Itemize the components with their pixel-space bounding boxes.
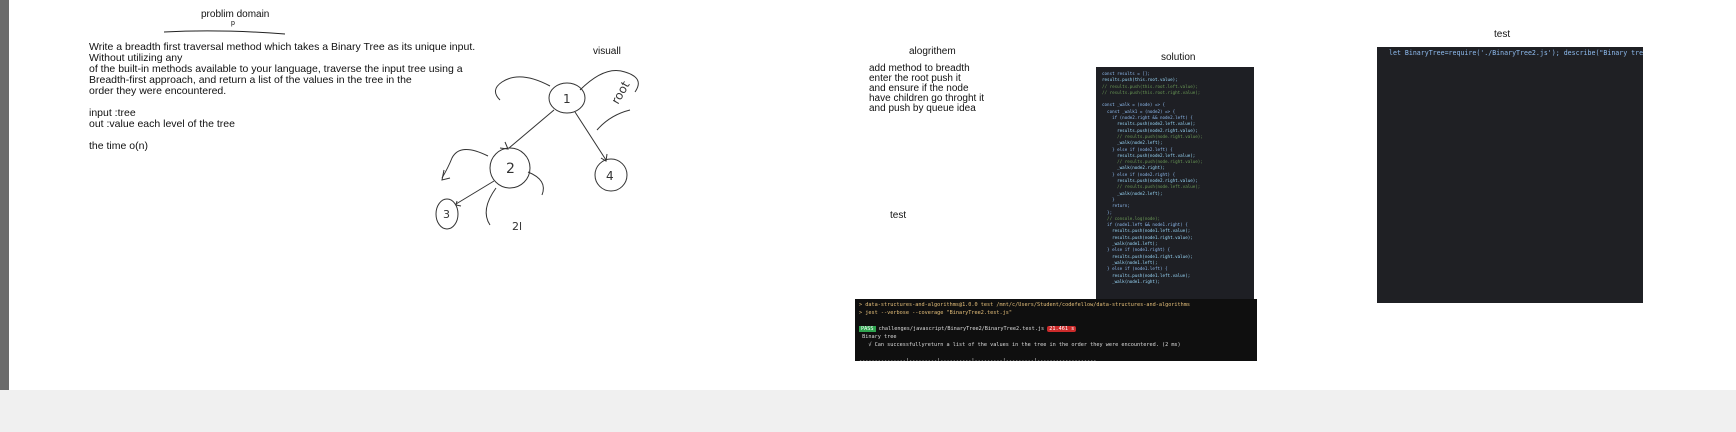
tree-edge [508,109,555,149]
arrow-head [455,200,462,207]
terminal-command-line: > jest --verbose --coverage "BinaryTree2… [859,310,1013,316]
test-label: test [890,210,907,221]
algorithm-line: have children go throght it [869,93,985,104]
code-line: } else if (node2.left) { [1102,146,1173,152]
problem-description: Write a breadth first traversal method w… [89,42,475,152]
code-line: }; [1102,209,1113,215]
solution-title: solution [1161,52,1196,63]
algorithm-line: and ensure if the node [869,83,969,94]
traversal-arrow [527,171,544,196]
problem-domain-subtitle: p [231,20,235,27]
suite-name: Binary tree [859,334,897,340]
canvas-footer [0,390,1736,432]
test-panel-title: test [1494,29,1511,40]
arrow-head [499,141,509,150]
code-line: results.push(node1.left.value); [1102,272,1191,278]
code-line: // results.push(this.root.right.value); [1102,89,1201,95]
problem-domain-title: problim domain [201,9,270,20]
code-line: if (node1.left && node1.right) { [1102,222,1188,228]
code-line: // results.push(this.root.left.value); [1102,83,1198,89]
code-line: results.push(node1.right.value); [1102,253,1193,259]
tree-node-label: 3 [443,208,450,221]
output-line: out :value each level of the tree [89,118,235,130]
code-line: return; [1102,203,1130,209]
tree-node-label: 2 [506,161,515,177]
code-line: } else if (node1.right) { [1102,247,1171,253]
traversal-arrow [596,109,631,131]
test-result: √ Can successfullyreturn a list of the v… [859,342,1181,348]
root-note: root [608,78,632,106]
tree-node-circle [435,198,459,230]
algorithm-line: add method to breadth [869,63,970,74]
problem-line: of the built-in methods available to you… [89,63,463,75]
solution-code-screenshot: const results = [];results.push(this.roo… [1096,67,1254,299]
tree-node-label: 4 [606,169,614,183]
traversal-arrow [441,149,489,179]
tree-sketch: 1 2 4 3 root 2l [435,70,639,233]
pass-badge: PASS [859,326,876,332]
code-line: _walk(node2.right); [1102,165,1166,171]
code-line: _walk(node1.left); [1102,259,1158,265]
code-line: const _walk1 = (node2) => { [1102,108,1176,114]
code-line: _walk(node1.left); [1102,241,1158,247]
test-code-screenshot: let BinaryTree=require('./BinaryTree2.js… [1377,47,1643,303]
algorithm-line: and push by queue idea [869,103,976,114]
problem-line: Write a breadth first traversal method w… [89,41,476,53]
code-line: results.push(node2.right.value); [1102,127,1198,133]
code-line: results.push(this.root.value); [1102,77,1178,83]
tree-node-label: 1 [563,92,571,106]
arrow-head [441,169,451,181]
code-line: } [1102,196,1115,202]
tree-edge [574,111,607,161]
code-line: // results.push(node.right.value); [1102,159,1203,165]
input-line: input :tree [89,107,136,119]
code-line: results.push(node2.right.value); [1102,178,1198,184]
terminal-command-line: > data-structures-and-algorithms@1.0.0 t… [859,302,1191,308]
duration-badge: 21.461 s [1047,326,1077,332]
terminal-output: > data-structures-and-algorithms@1.0.0 t… [855,299,1257,361]
code-line: _walk(node2.left); [1102,190,1163,196]
code-line: let BinaryTree=require('./BinaryTree2.js… [1389,49,1560,57]
title-underline [163,30,286,35]
level-note: 2l [512,220,522,233]
tree-edge [455,180,495,205]
visual-title: visuall [593,46,621,57]
algorithm-title: alogrithem [909,46,956,57]
coverage-rule: ---------------|---------|----------|---… [859,358,1097,361]
code-line: if (node2.right && node2.left) { [1102,115,1193,121]
code-line: // console.log(node); [1102,215,1160,221]
code-line: describe("Binary tree", () => { [1563,49,1643,57]
code-line: const results = []; [1102,71,1150,76]
code-line: results.push(node2.left.value); [1102,121,1196,127]
traversal-arrow [495,76,551,101]
tree-node-circle [548,82,586,114]
code-line: // results.push(node.left.value); [1102,184,1201,190]
tree-node-circle [489,147,531,189]
code-line: results.push(node1.left.value); [1102,228,1191,234]
traversal-arrow [579,70,639,93]
code-line: } else if (node1.left) { [1102,266,1168,272]
complexity-line: the time o(n) [89,140,148,152]
algorithm-line: enter the root push it [869,73,961,84]
problem-line: Breadth-first approach, and return a lis… [89,74,412,86]
code-line: _walk(node2.left); [1102,140,1163,146]
code-line: results.push(node2.left.value); [1102,152,1196,158]
algorithm-steps: add method to breadth enter the root pus… [869,64,984,114]
test-file-path: challenges/javascript/BinaryTree2/Binary… [875,326,1048,332]
code-line: results.push(node1.right.value); [1102,234,1193,240]
code-line: } else if (node2.right) { [1102,171,1176,177]
arrow-head [600,153,608,162]
problem-line: Without utilizing any [89,52,183,64]
window-edge [0,0,9,432]
tree-node-circle [594,158,628,192]
traversal-arrow [485,187,497,226]
code-line: const _walk = (node) => { [1102,102,1166,108]
code-line: // results.push(node.right.value); [1102,133,1203,139]
code-line: _walk(node1.right); [1102,278,1160,284]
problem-line: order they were encountered. [89,85,227,97]
